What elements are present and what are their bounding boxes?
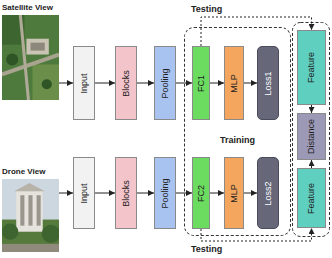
connector [244, 83, 257, 84]
edge-label: Testing [191, 244, 222, 255]
connector [311, 105, 312, 113]
process-box: Feature [297, 168, 326, 228]
process-box: Loss1 [257, 46, 279, 120]
process-box: MLP [224, 46, 244, 120]
process-box: FC2 [192, 157, 210, 229]
process-box: Pooling [154, 46, 176, 120]
box-label: MLP [229, 74, 240, 93]
drone-image [2, 179, 59, 252]
connector [59, 193, 73, 194]
region-label: Training [220, 135, 255, 145]
view-image: Drone View [2, 166, 59, 252]
box-label: Blocks [121, 70, 132, 97]
connector [137, 193, 154, 194]
box-label: Blocks [121, 180, 132, 207]
box-label: FC2 [196, 184, 207, 201]
box-label: Loss2 [263, 181, 274, 205]
process-box: Loss2 [257, 157, 279, 229]
box-label: Pooling [160, 68, 171, 98]
box-label: Input [79, 73, 90, 93]
edge-label: Testing [191, 4, 222, 15]
satellite-image [2, 15, 59, 100]
box-label: Feature [306, 182, 317, 213]
process-box: Input [73, 157, 95, 229]
process-box: Blocks [115, 157, 137, 229]
box-label: Pooling [160, 178, 171, 208]
box-label: Loss1 [263, 71, 274, 95]
connector [201, 17, 312, 46]
view-image: Satellite View [2, 2, 59, 100]
process-box: MLP [224, 157, 244, 229]
process-box: Blocks [115, 46, 137, 120]
box-label: MLP [229, 184, 240, 203]
process-box: FC1 [192, 46, 210, 120]
connector [210, 83, 224, 84]
box-label: Input [79, 183, 90, 203]
process-box: Distance [297, 113, 326, 160]
view-heading: Drone View [2, 166, 59, 177]
connector [210, 193, 224, 194]
connector [201, 228, 312, 241]
connector [244, 193, 257, 194]
training-region: TrainingFC1MLPLoss1FC2MLPLoss2 [184, 27, 291, 236]
connector [95, 193, 115, 194]
connector [59, 83, 73, 84]
testing-region [293, 23, 330, 237]
box-label: Feature [306, 52, 317, 83]
process-box: Pooling [154, 157, 176, 229]
connector [311, 160, 312, 168]
connector [95, 83, 115, 84]
process-box: Feature [297, 30, 326, 105]
view-heading: Satellite View [2, 2, 59, 13]
process-box: Input [73, 46, 95, 120]
box-label: FC1 [196, 74, 207, 91]
box-label: Distance [306, 119, 317, 154]
connector [137, 83, 154, 84]
